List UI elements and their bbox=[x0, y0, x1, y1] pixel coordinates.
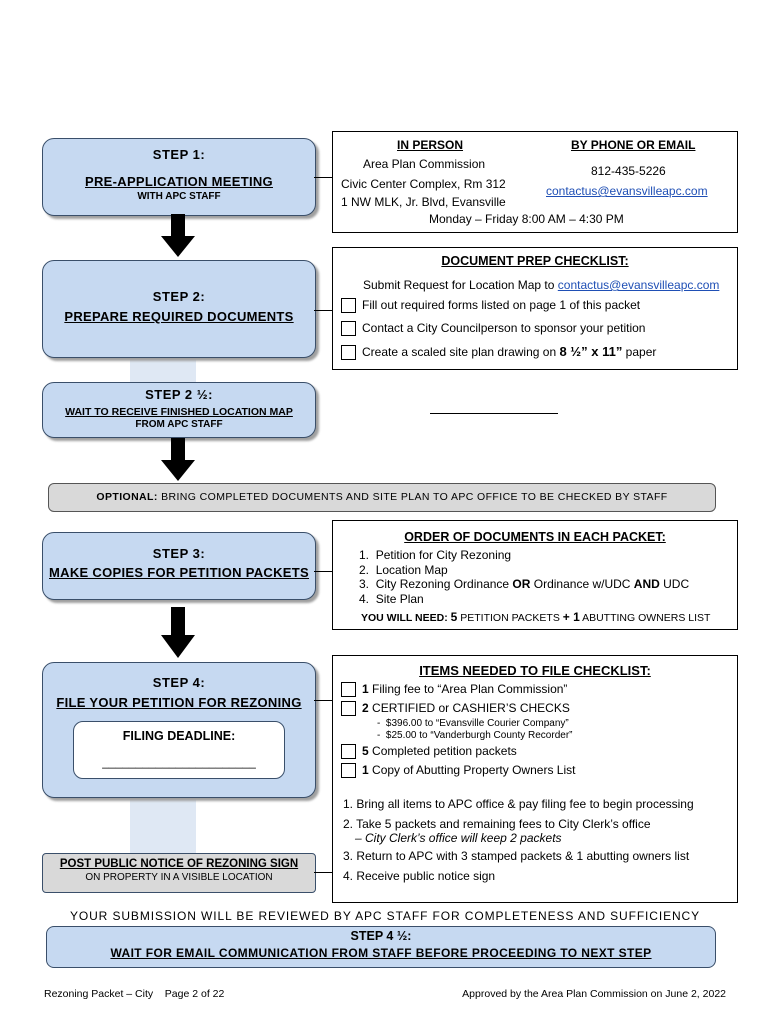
step3-main: MAKE COPIES FOR PETITION PACKETS bbox=[49, 565, 309, 580]
filing-step-3: 3. Return to APC with 3 stamped packets … bbox=[343, 849, 690, 863]
office-hours: Monday – Friday 8:00 AM – 4:30 PM bbox=[429, 212, 624, 226]
checklist-email-link[interactable]: contactus@evansvilleapc.com bbox=[557, 278, 720, 292]
connector-step1 bbox=[314, 177, 332, 178]
checkbox-councilperson[interactable] bbox=[341, 321, 356, 337]
in-person-header: IN PERSON bbox=[397, 138, 464, 152]
deadline-blank: _______________________ bbox=[102, 755, 256, 769]
step3-box: STEP 3: MAKE COPIES FOR PETITION PACKETS bbox=[42, 532, 316, 600]
checklist-item-location-map: Submit Request for Location Map to conta… bbox=[363, 278, 719, 292]
optional-label: OPTIONAL: bbox=[96, 491, 158, 503]
flow-pipe-step4 bbox=[130, 795, 196, 857]
order-item-2: 2. Location Map bbox=[359, 562, 448, 577]
separator-line bbox=[430, 413, 558, 414]
step4half-title: STEP 4 ½: bbox=[350, 929, 412, 943]
step2-main: PREPARE REQUIRED DOCUMENTS bbox=[64, 309, 294, 324]
footer-right: Approved by the Area Plan Commission on … bbox=[462, 988, 726, 1000]
order-of-documents-box: ORDER OF DOCUMENTS IN EACH PACKET: 1. Pe… bbox=[332, 520, 738, 630]
checkbox-site-plan[interactable] bbox=[341, 345, 356, 361]
checklist-item-forms: Fill out required forms listed on page 1… bbox=[341, 298, 641, 314]
post-notice-main: POST PUBLIC NOTICE OF REZONING SIGN bbox=[59, 858, 299, 870]
filing-step-2: 2. Take 5 packets and remaining fees to … bbox=[343, 817, 651, 831]
checkbox-checks[interactable] bbox=[341, 701, 356, 717]
filing-step-4: 4. Receive public notice sign bbox=[343, 869, 496, 883]
item1-text: Fill out required forms listed on page 1… bbox=[362, 298, 641, 312]
filing-deadline-box: FILING DEADLINE: _______________________ bbox=[73, 721, 285, 779]
filing-header: ITEMS NEEDED TO FILE CHECKLIST: bbox=[419, 663, 651, 678]
you-will-need: YOU WILL NEED: 5 PETITION PACKETS + 1 AB… bbox=[361, 610, 711, 624]
step1-box: STEP 1: PRE-APPLICATION MEETING WITH APC… bbox=[42, 138, 316, 216]
check-sub-2: - $25.00 to “Vanderburgh County Recorder… bbox=[377, 730, 573, 741]
item3-post: paper bbox=[622, 345, 657, 359]
down-arrow-icon bbox=[161, 438, 195, 481]
filing-item-fee: 1 Filing fee to “Area Plan Commission” bbox=[341, 682, 567, 698]
filing-checklist-box: ITEMS NEEDED TO FILE CHECKLIST: 1 Filing… bbox=[332, 655, 738, 903]
down-arrow-icon bbox=[161, 607, 195, 658]
order-list: 1. Petition for City Rezoning 2. Locatio… bbox=[359, 548, 689, 606]
connector-step4 bbox=[314, 700, 332, 701]
filing-item-owners-list: 1 Copy of Abutting Property Owners List bbox=[341, 763, 575, 779]
item3-bold: 8 ½” x 11” bbox=[559, 344, 623, 359]
checklist-item-site-plan: Create a scaled site plan drawing on 8 ½… bbox=[341, 344, 657, 361]
contact-box: IN PERSON BY PHONE OR EMAIL Area Plan Co… bbox=[332, 131, 738, 233]
deadline-label: FILING DEADLINE: bbox=[122, 729, 236, 743]
checklist-item-councilperson: Contact a City Councilperson to sponsor … bbox=[341, 321, 646, 337]
connector-post bbox=[314, 872, 332, 873]
step4-title: STEP 4: bbox=[152, 675, 206, 690]
step4half-main: WAIT FOR EMAIL COMMUNICATION FROM STAFF … bbox=[110, 946, 652, 960]
step2-title: STEP 2: bbox=[152, 289, 206, 304]
checkbox-forms[interactable] bbox=[341, 298, 356, 314]
item0-text: Submit Request for Location Map to bbox=[363, 278, 558, 292]
checkbox-packets[interactable] bbox=[341, 744, 356, 760]
step2half-box: STEP 2 ½: WAIT TO RECEIVE FINISHED LOCAT… bbox=[42, 382, 316, 438]
step1-title: STEP 1: bbox=[152, 147, 206, 162]
post-notice-sub: ON PROPERTY IN A VISIBLE LOCATION bbox=[85, 872, 273, 883]
phone-email-header: BY PHONE OR EMAIL bbox=[571, 138, 696, 152]
order-item-3: 3. City Rezoning Ordinance OR Ordinance … bbox=[359, 577, 690, 591]
down-arrow-icon bbox=[161, 214, 195, 257]
office-building: Civic Center Complex, Rm 312 bbox=[341, 177, 506, 191]
footer-left: Rezoning Packet – City Page 2 of 22 bbox=[44, 988, 225, 1000]
connector-step3 bbox=[314, 571, 332, 572]
step2half-main: WAIT TO RECEIVE FINISHED LOCATION MAP bbox=[65, 406, 293, 418]
optional-text: BRING COMPLETED DOCUMENTS AND SITE PLAN … bbox=[157, 491, 668, 503]
step1-sub: WITH APC STAFF bbox=[137, 191, 221, 202]
step2half-sub: FROM APC STAFF bbox=[135, 419, 223, 430]
phone-number: 812-435-5226 bbox=[591, 164, 666, 178]
checklist-header: DOCUMENT PREP CHECKLIST: bbox=[441, 254, 629, 268]
step1-main: PRE-APPLICATION MEETING bbox=[85, 174, 273, 189]
filing-item-checks: 2 CERTIFIED or CASHIER’S CHECKS bbox=[341, 701, 570, 717]
office-name: Area Plan Commission bbox=[363, 157, 486, 171]
review-notice: YOUR SUBMISSION WILL BE REVIEWED BY APC … bbox=[69, 909, 701, 923]
office-street: 1 NW MLK, Jr. Blvd, Evansville bbox=[341, 195, 506, 209]
order-header: ORDER OF DOCUMENTS IN EACH PACKET: bbox=[404, 530, 666, 544]
doc-prep-checklist: DOCUMENT PREP CHECKLIST: Submit Request … bbox=[332, 247, 738, 370]
filing-item-packets: 5 Completed petition packets bbox=[341, 744, 517, 760]
item3-pre: Create a scaled site plan drawing on bbox=[362, 345, 560, 359]
step3-title: STEP 3: bbox=[152, 546, 206, 561]
item2-text: Contact a City Councilperson to sponsor … bbox=[362, 321, 646, 335]
post-notice-box: POST PUBLIC NOTICE OF REZONING SIGN ON P… bbox=[42, 853, 316, 893]
order-item-1: 1. Petition for City Rezoning bbox=[359, 548, 512, 562]
step2-box: STEP 2: PREPARE REQUIRED DOCUMENTS bbox=[42, 260, 316, 358]
step4half-box: STEP 4 ½: WAIT FOR EMAIL COMMUNICATION F… bbox=[46, 926, 716, 968]
step4-main: FILE YOUR PETITION FOR REZONING bbox=[56, 695, 302, 710]
checkbox-owners-list[interactable] bbox=[341, 763, 356, 779]
flow-pipe-step2 bbox=[130, 356, 196, 384]
step4-box: STEP 4: FILE YOUR PETITION FOR REZONING … bbox=[42, 662, 316, 798]
step2half-title: STEP 2 ½: bbox=[145, 387, 213, 402]
checkbox-fee[interactable] bbox=[341, 682, 356, 698]
filing-step-2-note: – City Clerk’s office will keep 2 packet… bbox=[355, 831, 562, 845]
filing-step-1: 1. Bring all items to APC office & pay f… bbox=[343, 797, 694, 811]
check-sub-1: - $396.00 to “Evansville Courier Company… bbox=[377, 718, 569, 729]
order-item-4: 4. Site Plan bbox=[359, 591, 424, 606]
contact-email-link[interactable]: contactus@evansvilleapc.com bbox=[546, 184, 708, 198]
optional-bar: OPTIONAL: BRING COMPLETED DOCUMENTS AND … bbox=[48, 483, 716, 512]
connector-step2 bbox=[314, 310, 332, 311]
